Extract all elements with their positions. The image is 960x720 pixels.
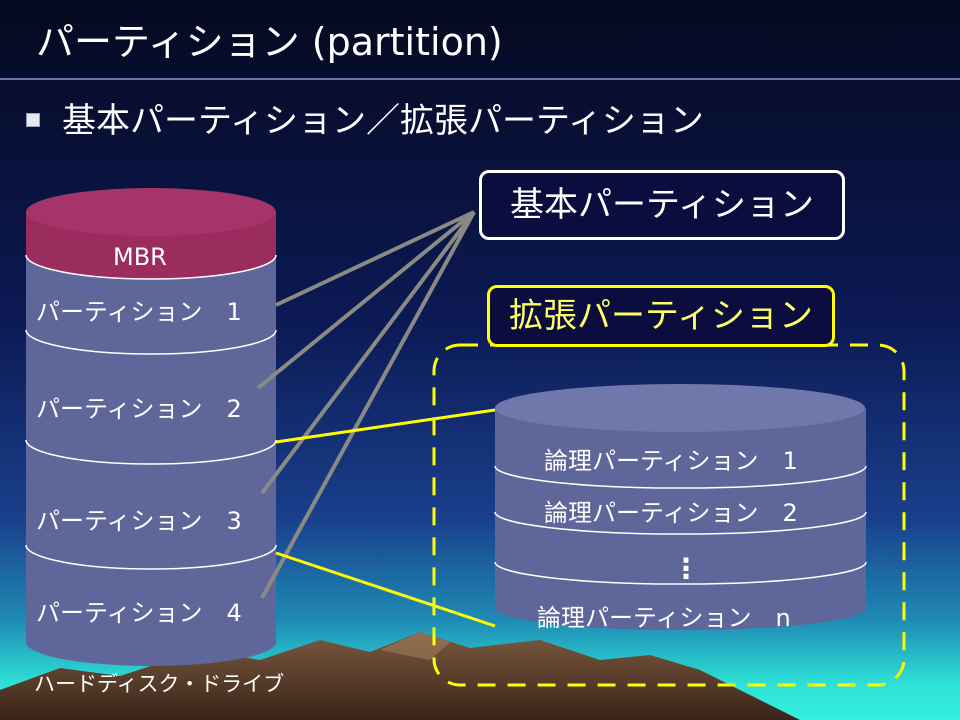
partition-2-label: パーティション 2: [36, 394, 242, 424]
primary-partition-box: 基本パーティション: [479, 170, 845, 240]
slide-title: パーティション (partition): [36, 18, 503, 66]
logical-partition-1-label: 論理パーティション 1: [544, 446, 798, 476]
partition-4-label: パーティション 4: [36, 598, 242, 628]
bullet-square-icon: [26, 113, 40, 127]
extended-partition-box: 拡張パーティション: [487, 285, 835, 347]
hard-disk-caption: ハードディスク・ドライブ: [34, 670, 284, 698]
partition-1-label: パーティション 1: [36, 297, 242, 327]
mbr-label: MBR: [113, 242, 167, 272]
logical-partition-2-label: 論理パーティション 2: [544, 498, 798, 528]
logical-partition-n-label: 論理パーティション n: [537, 603, 791, 633]
title-divider: [0, 78, 960, 80]
bullet-text: 基本パーティション／拡張パーティション: [62, 100, 704, 142]
logical-ellipsis: ⋮: [672, 552, 700, 586]
partition-3-label: パーティション 3: [36, 506, 242, 536]
